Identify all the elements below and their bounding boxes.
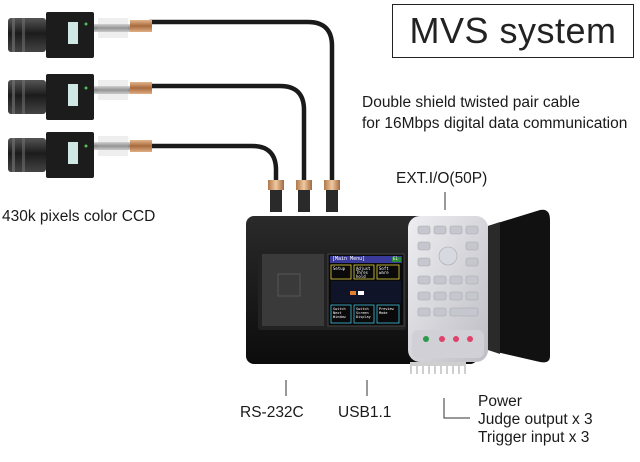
camera-1: [8, 12, 152, 58]
cable-camera-2: [147, 83, 307, 189]
cable-connectors: [268, 180, 340, 212]
rs232c-label: RS-232C: [240, 404, 304, 421]
title-box: MVS system: [392, 4, 634, 58]
callout-lines: [285, 192, 470, 419]
cable-camera-3: [147, 143, 279, 189]
screen-menu-setup: Setup: [333, 266, 346, 271]
power-label-line-3: Trigger input x 3: [478, 429, 590, 446]
cables: [147, 19, 335, 189]
ext-io-label: EXT.I/O(50P): [396, 170, 488, 187]
screen-switch-display: Switch Screen Display: [356, 307, 371, 319]
cable-label-line-2: for 16Mbps digital data communication: [362, 115, 628, 132]
controller-unit: [246, 209, 550, 374]
cable-camera-1: [147, 19, 335, 189]
screen-menu-software: Soft ware: [379, 266, 389, 275]
screen-header: [Main Menu]: [332, 256, 366, 262]
keypad-buttons: [417, 225, 479, 317]
cable-label-line-1: Double shield twisted pair cable: [362, 94, 580, 111]
usb-label: USB1.1: [338, 404, 392, 421]
screen-menu-adjust: Adjust Thres hold: [356, 266, 371, 279]
power-label: Power Judge output x 3 Trigger input x 3: [478, 393, 593, 447]
screen-header-badge: E1: [393, 256, 398, 261]
power-label-line-1: Power: [478, 393, 522, 410]
camera-2: [8, 74, 152, 120]
screen-preview-mode: Preview Mode: [379, 307, 394, 315]
ccd-label: 430k pixels color CCD: [2, 208, 156, 225]
keypad-cover: [488, 209, 550, 363]
power-label-line-2: Judge output x 3: [478, 411, 593, 428]
camera-3: [8, 132, 152, 178]
screen-switch-window: Switch Next Window: [333, 307, 346, 319]
cable-label: Double shield twisted pair cable for 16M…: [362, 92, 627, 134]
keypad: [408, 216, 488, 362]
